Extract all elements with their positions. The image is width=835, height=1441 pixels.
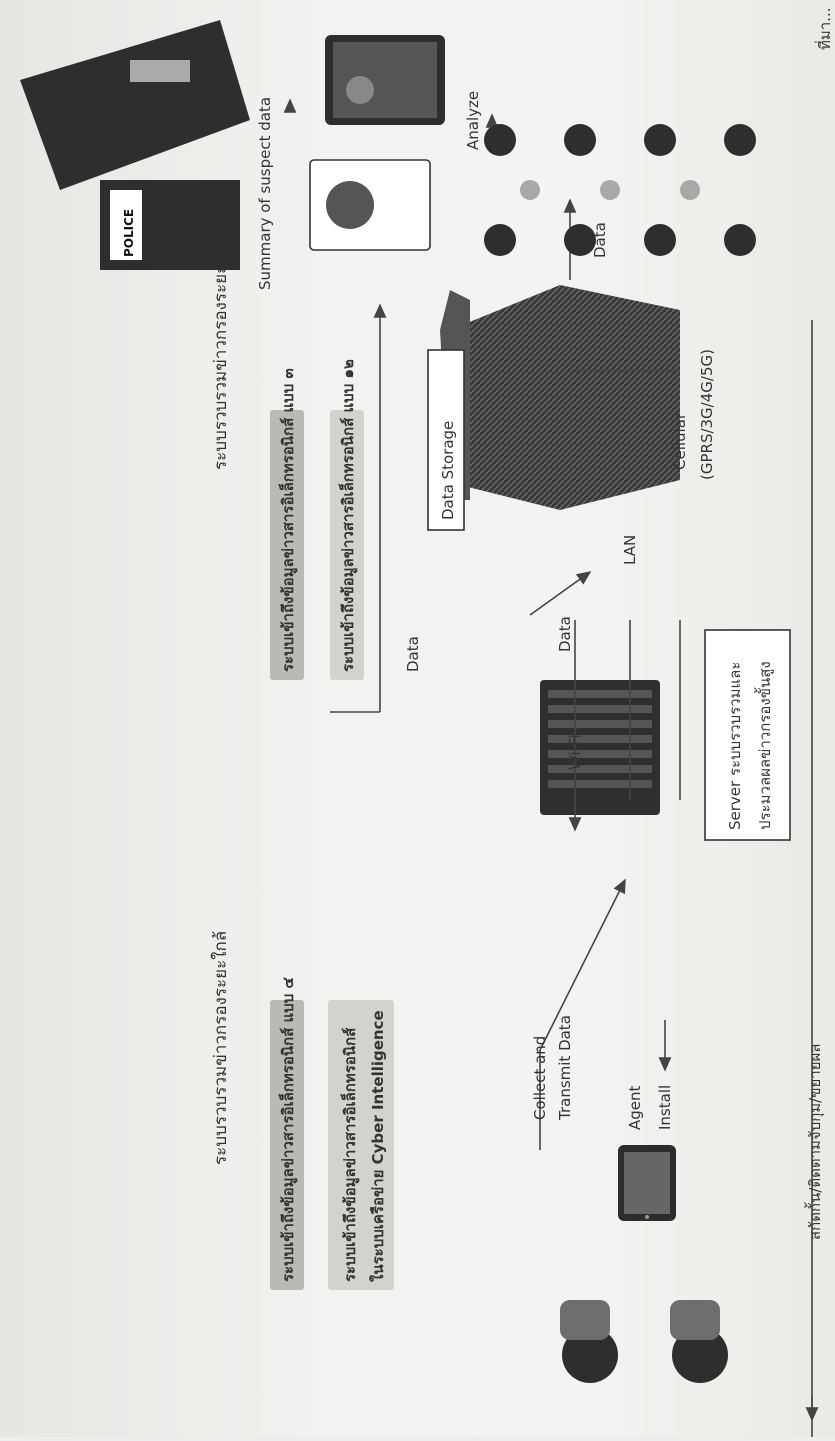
crowd-person-icon: [724, 124, 756, 156]
near-bottom-bar-label-2: ในระบบเครือข่าย Cyber Intelligence: [369, 1010, 387, 1282]
data-storage-label-box: [427, 349, 465, 531]
police-car-icon: [20, 20, 250, 190]
far-top-bar: [270, 410, 304, 680]
crowd-person-icon: [644, 124, 676, 156]
suspect-icon: [560, 1300, 728, 1383]
server-rack-icon: [540, 680, 660, 815]
arrow-server-to-storage: [529, 571, 592, 616]
cellular-label: Cellular: [671, 412, 689, 470]
svg-text:ระบบรวบรวมข่าวกรองระยะไกล: ระบบรวบรวมข่าวกรองระยะไกล: [210, 236, 231, 470]
crowd-person-icon: [484, 124, 516, 156]
summary-label: Summary of suspect data: [256, 97, 274, 290]
server-label-1: Server ระบบรวบรวมและ: [726, 662, 744, 830]
collect-label-2: Transmit Data: [556, 1015, 574, 1121]
crowd-person-icon: [644, 224, 676, 256]
server-box: [704, 629, 791, 841]
far-top-bar-label: ระบบเข้าถึงข้อมูลข่าวสารอิเล็กทรอนิกส์ แ…: [278, 368, 298, 672]
lan-label: LAN: [621, 535, 639, 565]
analyze-label: Analyze: [464, 91, 482, 150]
collect-label-1: Collect and: [531, 1036, 549, 1120]
police-sign: POLICE: [122, 209, 136, 257]
near-system-header: ระบบรวบรวมข่าวกรองระยะใกล้: [210, 931, 231, 1165]
svg-text:ระบบรวบรวมข่าวกรองระยะใกล้: ระบบรวบรวมข่าวกรองระยะใกล้: [210, 931, 231, 1165]
crowd-person-icon: [724, 224, 756, 256]
crowd-person-icon: [564, 124, 596, 156]
data-label-top: Data: [404, 636, 422, 672]
crowd-person-icon: [564, 224, 596, 256]
near-top-bar-label: ระบบเข้าถึงข้อมูลข่าวสารอิเล็กทรอนิกส์ แ…: [278, 977, 298, 1282]
near-top-bar: [270, 1000, 304, 1290]
data-label-middle: Data: [556, 616, 574, 652]
data-storage-label: Data Storage: [439, 421, 457, 520]
arrow-collect-to-server: [539, 878, 626, 1051]
crowd-group: [484, 124, 756, 256]
smartphone-icon: [618, 1145, 676, 1221]
far-bottom-bar-label: ระบบเข้าถึงข้อมูลข่าวสารอิเล็กทรอนิกส์ แ…: [338, 359, 358, 672]
data-storage-icon: [440, 285, 680, 510]
far-system-header: ระบบรวบรวมข่าวกรองระยะไกล: [210, 236, 231, 470]
police-station-icon: POLICE: [100, 180, 240, 270]
footer-mark: ที่มา...: [814, 7, 834, 50]
wifi-label: Wi-Fi: [566, 734, 584, 770]
far-bottom-bar: [330, 410, 364, 680]
cellular-types-label: (GPRS/3G/4G/5G): [698, 349, 716, 480]
near-bottom-bar-label-1: ระบบเข้าถึงข้อมูลข่าวสารอิเล็กทรอนิกส์: [340, 1027, 360, 1282]
monitor-analytics-icon: [325, 35, 445, 125]
near-bottom-bar: [328, 1000, 394, 1290]
near-system-bars: ระบบเข้าถึงข้อมูลข่าวสารอิเล็กทรอนิกส์ แ…: [270, 977, 394, 1290]
agent-label-2: Install: [656, 1085, 674, 1130]
data-label-left: Data: [591, 222, 609, 258]
document-search-icon: [309, 159, 431, 251]
agent-label-1: Agent: [626, 1085, 644, 1130]
server-label-2: ประมวลผลข่าวกรองขั้นสูง: [754, 661, 774, 830]
crowd-person-icon: [484, 224, 516, 256]
far-system-bars: ระบบเข้าถึงข้อมูลข่าวสารอิเล็กทรอนิกส์ แ…: [270, 359, 364, 680]
bottom-note: สกัดกั้น/ติดตามจับกุม/ขยายผล: [804, 1044, 825, 1240]
